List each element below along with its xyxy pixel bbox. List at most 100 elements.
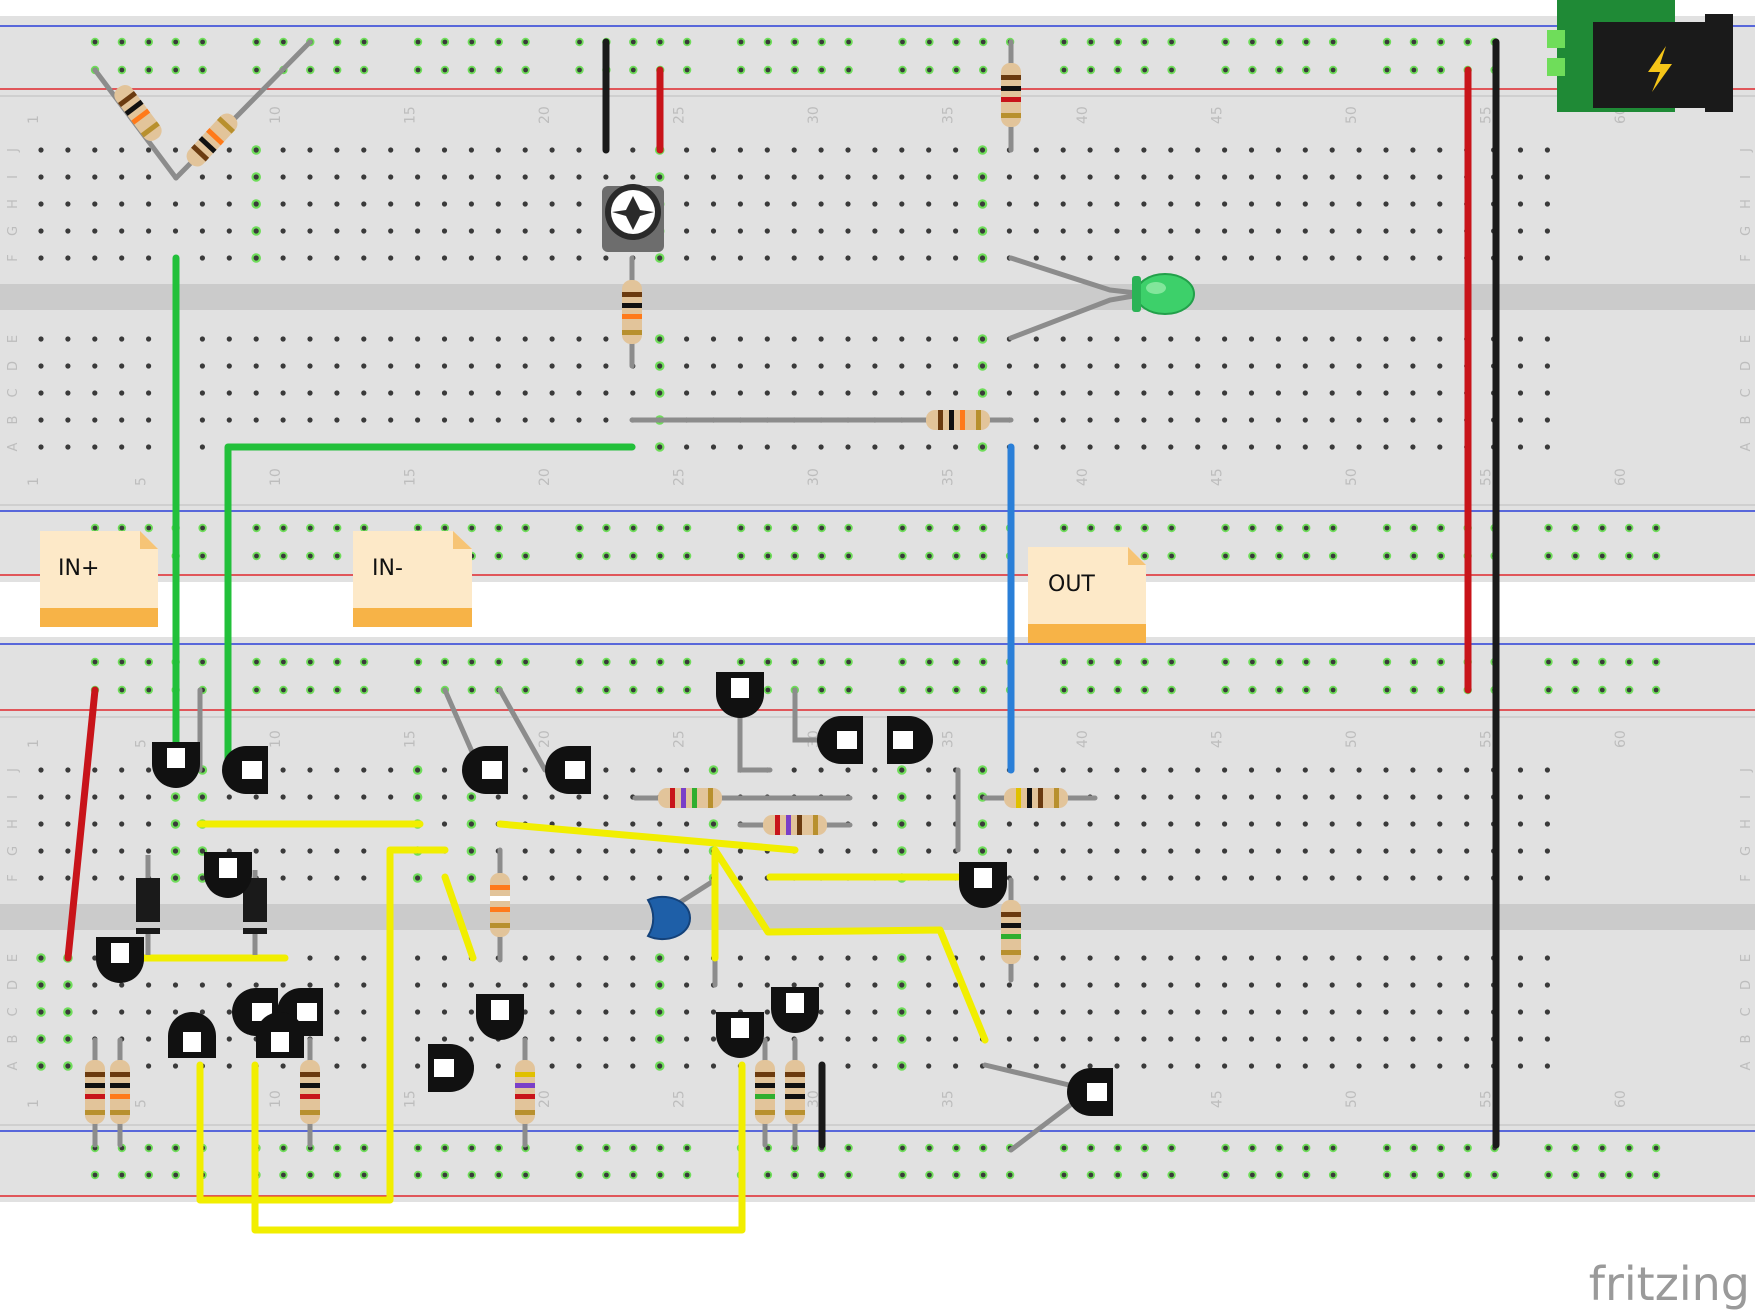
row-letter: B (1739, 1035, 1754, 1044)
hole (1329, 147, 1335, 153)
row-letter: H (1739, 819, 1754, 829)
rail-hole-center (469, 659, 475, 665)
hole (926, 390, 932, 396)
hole (630, 955, 636, 961)
hole (818, 228, 824, 234)
row-letter: B (6, 416, 21, 425)
hole (280, 201, 286, 207)
hole (953, 1063, 959, 1069)
hole (684, 1036, 690, 1042)
rail-hole-center (684, 1145, 690, 1151)
hole (603, 767, 609, 773)
hole (415, 336, 421, 342)
hole (415, 255, 421, 261)
rail-hole-center (927, 659, 932, 665)
rail-hole-center (1007, 1172, 1013, 1178)
hole (172, 794, 179, 800)
transistor-label: N (1083, 1085, 1108, 1098)
hole (818, 955, 824, 961)
hole (872, 821, 878, 827)
hole (1033, 147, 1039, 153)
hole (630, 1036, 636, 1042)
hole (1517, 955, 1524, 961)
hole (65, 982, 71, 988)
hole (926, 336, 932, 342)
rail-hole-center (1438, 553, 1444, 559)
hole (657, 174, 663, 180)
hole (146, 767, 152, 773)
hole (926, 1036, 932, 1042)
rail-hole-center (604, 525, 609, 531)
hole (361, 174, 367, 180)
column-number: 15 (403, 106, 419, 124)
hole (1383, 848, 1389, 854)
rail-hole-center (1223, 687, 1228, 693)
hole (1410, 821, 1416, 827)
hole (1195, 363, 1201, 369)
hole (710, 147, 717, 153)
hole (468, 174, 474, 180)
hole (926, 794, 932, 800)
hole (1437, 363, 1443, 369)
hole (549, 1063, 555, 1069)
hole (657, 821, 663, 827)
hole (1410, 417, 1416, 423)
hole (253, 336, 259, 342)
hole (38, 417, 44, 423)
hole (468, 417, 474, 423)
hole (1383, 336, 1389, 342)
rail-hole-center (1384, 1172, 1390, 1178)
hole (926, 821, 932, 827)
hole (764, 444, 770, 450)
hole (872, 1036, 878, 1042)
rail-hole-center (1142, 1172, 1148, 1178)
npn-transistor: N (256, 1012, 304, 1058)
transistor-label: N (293, 1005, 318, 1018)
hole (146, 821, 152, 827)
hole (1141, 363, 1147, 369)
rail-hole-center (1438, 659, 1444, 665)
hole (280, 767, 286, 773)
hole (684, 821, 690, 827)
rail-hole-center (927, 39, 932, 45)
transistor-marker (111, 943, 129, 963)
hole (630, 875, 636, 881)
rail-hole-center (1250, 687, 1255, 693)
resistor (926, 410, 990, 430)
hole (979, 336, 986, 342)
rail-hole-center (819, 67, 825, 73)
hole (361, 955, 367, 961)
hole (845, 336, 851, 342)
hole (441, 336, 448, 342)
top-column-numbers: 1155101015152020252530303535404045455050… (26, 106, 1629, 486)
hole (468, 982, 474, 988)
rail-hole-center (980, 39, 986, 45)
hole (92, 848, 98, 854)
hole (1437, 147, 1443, 153)
npn-transistor: N (771, 987, 819, 1033)
hole (361, 848, 367, 854)
hole (280, 417, 286, 423)
rail-hole-center (146, 1145, 152, 1151)
hole (1329, 228, 1335, 234)
npn-transistor: N (428, 1044, 474, 1092)
column-number: 45 (1210, 1090, 1226, 1108)
hole (361, 147, 367, 153)
rail-hole-center (1465, 1172, 1471, 1178)
hole (791, 982, 797, 988)
rail-hole-center (496, 39, 502, 45)
hole (468, 201, 474, 207)
hole (1248, 794, 1255, 800)
transistor-marker (565, 761, 585, 779)
hole (334, 147, 340, 153)
hole (226, 255, 232, 261)
hole (1222, 417, 1228, 423)
hole (1302, 201, 1308, 207)
rail-hole-center (927, 1145, 932, 1151)
hole (1248, 336, 1255, 342)
column-number: 20 (537, 468, 553, 486)
npn-transistor: N (959, 862, 1007, 908)
hole (1517, 255, 1524, 261)
bottom-breadboard-holes (36, 657, 1661, 1180)
rail-hole-center (738, 525, 744, 531)
